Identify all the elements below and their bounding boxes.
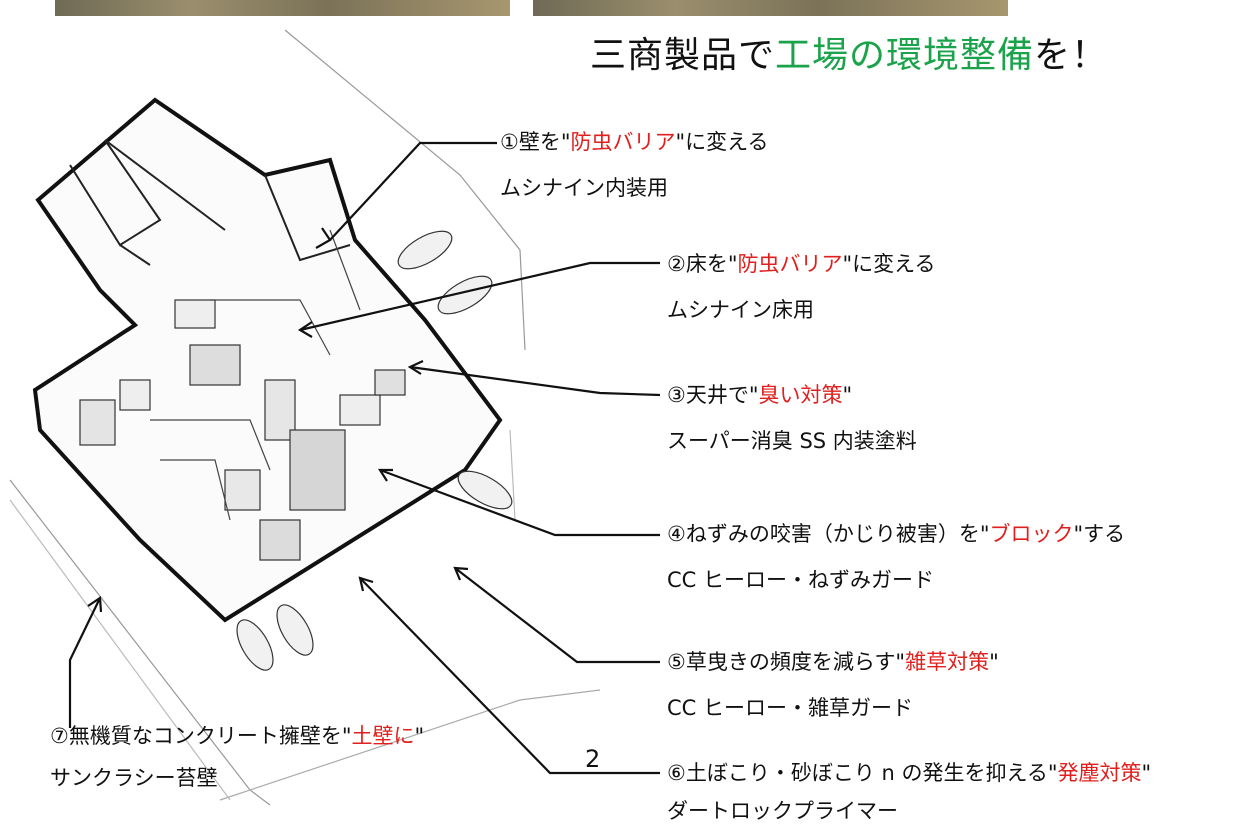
page-title: 三商製品で工場の環境整備を！ (590, 26, 1108, 78)
callout-5-post: " (989, 650, 999, 674)
callout-4-product: CC ヒーロー・ねずみガード (667, 568, 935, 592)
callout-7-product: サンクラシー苔壁 (50, 766, 218, 790)
callout-7-pre: ⑦無機質なコンクリート擁壁を" (50, 724, 352, 748)
callout-2-highlight: 防虫バリア (737, 252, 843, 276)
leader-6 (359, 577, 660, 775)
callout-6-product: ダートロックプライマー (667, 799, 898, 823)
callout-5-product: CC ヒーロー・雑草ガード (667, 696, 914, 720)
title-suffix: を！ (1034, 35, 1109, 76)
top-photo-left (55, 0, 510, 16)
callout-1-post: "に変える (675, 130, 769, 154)
top-photo-right (533, 0, 1008, 16)
callout-1-pre: ①壁を" (500, 130, 571, 154)
callout-4-highlight: ブロック (989, 522, 1074, 546)
callout-2-post: "に変える (842, 252, 936, 276)
callout-6-post: " (1141, 761, 1152, 785)
callout-4: ④ねずみの咬害（かじり被害）を"ブロック"する CC ヒーロー・ねずみガード (667, 520, 1125, 594)
callout-1-product: ムシナイン内装用 (500, 176, 668, 200)
title-accent: 工場の環境整備 (775, 35, 1035, 76)
callout-1-highlight: 防虫バリア (570, 130, 676, 154)
callout-6-highlight: 発塵対策 (1057, 761, 1142, 785)
callout-3-highlight: 臭い対策 (758, 383, 843, 407)
callout-3: ③天井で"臭い対策" スーパー消臭 SS 内装塗料 (667, 381, 917, 455)
leader-4 (379, 468, 660, 537)
leader-1 (329, 141, 497, 241)
callout-7-highlight: 土壁に (351, 724, 415, 748)
callout-5: ⑤草曳きの頻度を減らす"雑草対策" CC ヒーロー・雑草ガード (667, 648, 999, 722)
callout-3-pre: ③天井で" (667, 383, 759, 407)
title-prefix: 三商製品で (590, 35, 776, 76)
callout-3-product: スーパー消臭 SS 内装塗料 (667, 429, 917, 453)
callout-6: ⑥土ぼこり・砂ぼこり n の発生を抑える"発塵対策" ダートロックプライマー (667, 759, 1151, 825)
callout-2: ②床を"防虫バリア"に変える ムシナイン床用 (667, 250, 936, 324)
page-number: 2 (585, 745, 601, 773)
leader-3 (409, 365, 661, 397)
callout-7-post: " (414, 724, 425, 748)
callout-2-product: ムシナイン床用 (667, 298, 814, 322)
callout-2-pre: ②床を" (667, 252, 738, 276)
callout-3-post: " (842, 383, 853, 407)
callout-5-pre: ⑤草曳きの頻度を減らす" (667, 650, 906, 674)
callout-4-pre: ④ねずみの咬害（かじり被害）を" (667, 522, 990, 546)
callout-7: ⑦無機質なコンクリート擁壁を"土壁に" サンクラシー苔壁 (50, 722, 424, 792)
callout-6-pre: ⑥土ぼこり・砂ぼこり n の発生を抑える" (667, 761, 1058, 785)
callout-4-post: "する (1073, 522, 1126, 546)
leader-7 (68, 597, 101, 728)
leader-5 (454, 567, 660, 664)
callout-5-highlight: 雑草対策 (905, 650, 990, 674)
callout-1: ①壁を"防虫バリア"に変える ムシナイン内装用 (500, 128, 769, 202)
leader-2 (299, 261, 660, 332)
